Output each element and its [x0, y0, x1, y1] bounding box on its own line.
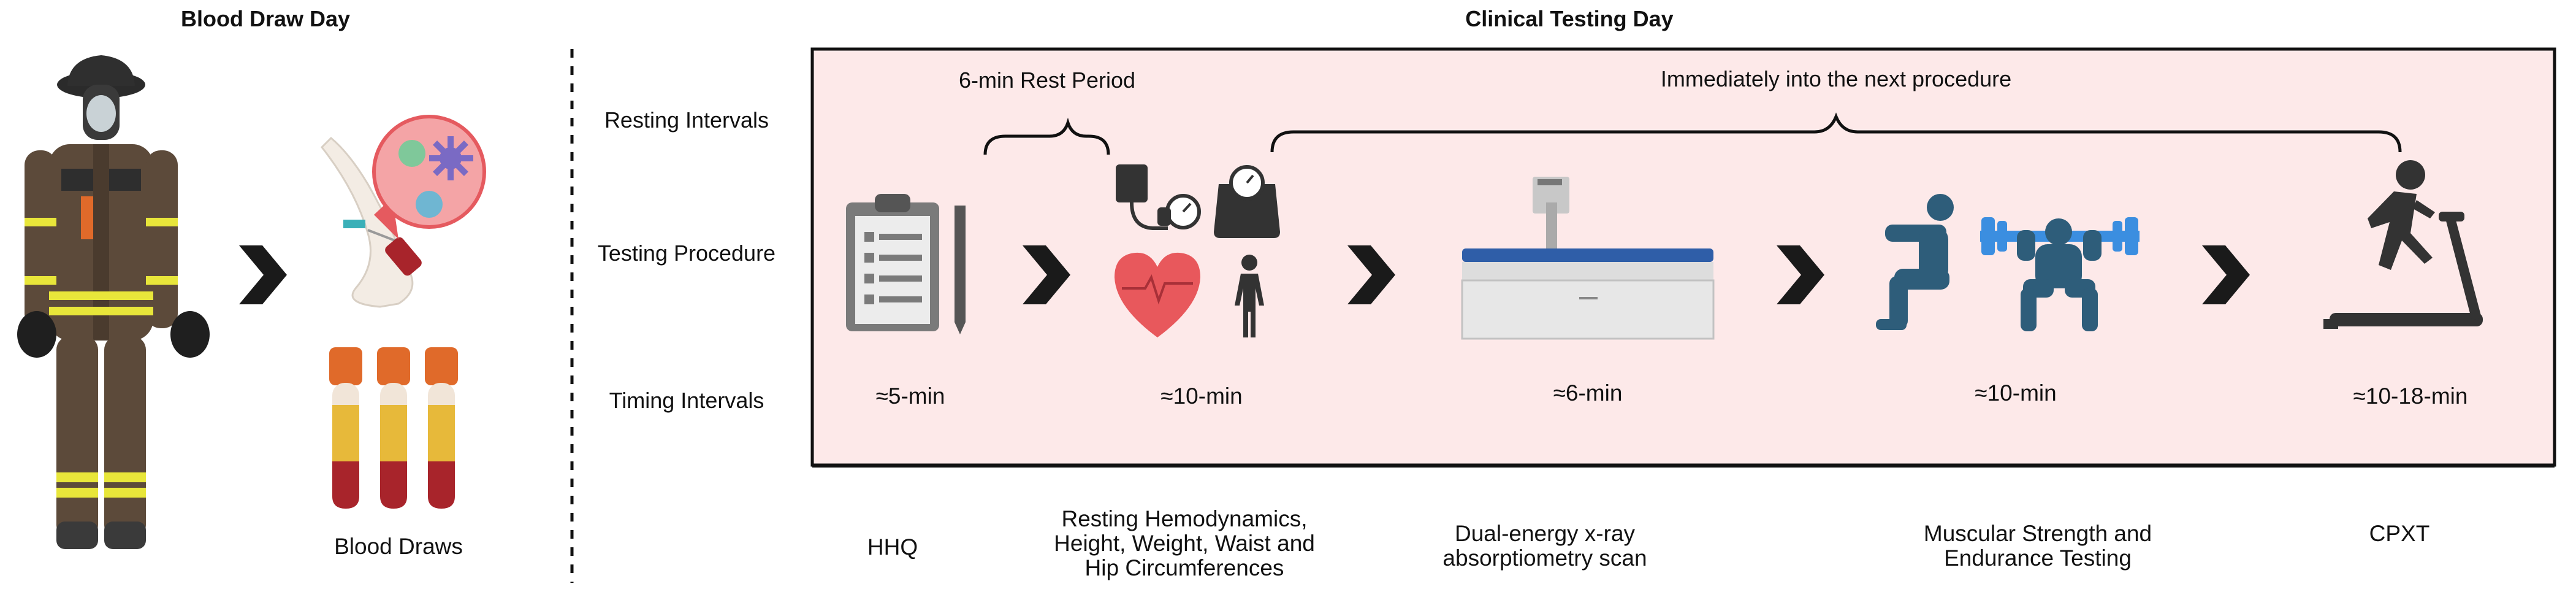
blood-sample-arm-icon [320, 115, 486, 308]
arrow-chevron-icon [1347, 245, 1395, 304]
immediately-next-note: Immediately into the next procedure [1660, 66, 2012, 91]
arrow-chevron-icon [2202, 245, 2250, 304]
clinical-testing-day-heading: Clinical Testing Day [1465, 6, 1674, 31]
caption-line: Endurance Testing [1944, 545, 2132, 571]
timing-intervals-label: Timing Intervals [609, 388, 764, 413]
blood-draw-day-heading: Blood Draw Day [180, 6, 351, 31]
caption-dxa: Dual-energy x-ray absorptiometry scan [1442, 522, 1647, 571]
heart-rate-icon [1115, 252, 1200, 337]
blood-pressure-cuff-icon [1116, 164, 1201, 230]
timing-hemodynamics: ≈10-min [1160, 383, 1243, 409]
caption-line: HHQ [867, 534, 918, 560]
person-height-icon [1235, 255, 1264, 337]
caption-line: Muscular Strength and [1923, 521, 2152, 546]
caption-line: absorptiometry scan [1442, 545, 1647, 571]
squat-person-icon [1876, 194, 1954, 330]
clipboard-questionnaire-icon [846, 194, 966, 334]
timing-hhq: ≈5-min [875, 383, 945, 409]
rest-period-note: 6-min Rest Period [958, 67, 1136, 93]
arrow-chevron-icon [239, 245, 287, 304]
caption-line: Resting Hemodynamics, [1061, 506, 1308, 531]
caption-hhq: HHQ [867, 535, 918, 560]
caption-line: CPXT [2369, 521, 2430, 546]
dxa-scanner-icon [1461, 177, 1715, 340]
weight-scale-icon [1214, 165, 1280, 238]
arrow-chevron-icon [1777, 245, 1824, 304]
rest-period-brace [983, 117, 1110, 155]
caption-line: Hip Circumferences [1084, 555, 1284, 580]
caption-hemodynamics: Resting Hemodynamics, Height, Weight, Wa… [1054, 507, 1315, 580]
timing-dxa: ≈6-min [1553, 380, 1623, 406]
timing-cpxt: ≈10-18-min [2353, 383, 2468, 409]
resting-intervals-label: Resting Intervals [604, 107, 769, 133]
firefighter-icon [17, 55, 210, 549]
treadmill-runner-icon [2323, 160, 2483, 329]
immediately-brace [1270, 112, 2402, 153]
caption-strength: Muscular Strength and Endurance Testing [1924, 522, 2152, 571]
testing-procedure-label: Testing Procedure [597, 241, 776, 266]
blood-draws-label: Blood Draws [334, 534, 463, 559]
caption-cpxt: CPXT [2369, 522, 2430, 546]
caption-line: Dual-energy x-ray [1454, 521, 1636, 546]
caption-line: Height, Weight, Waist and [1054, 531, 1315, 556]
arrow-chevron-icon [1023, 245, 1070, 304]
timing-strength: ≈10-min [1975, 380, 2057, 406]
blood-tubes-icon [329, 347, 458, 509]
barbell-squat-icon [1980, 217, 2140, 331]
